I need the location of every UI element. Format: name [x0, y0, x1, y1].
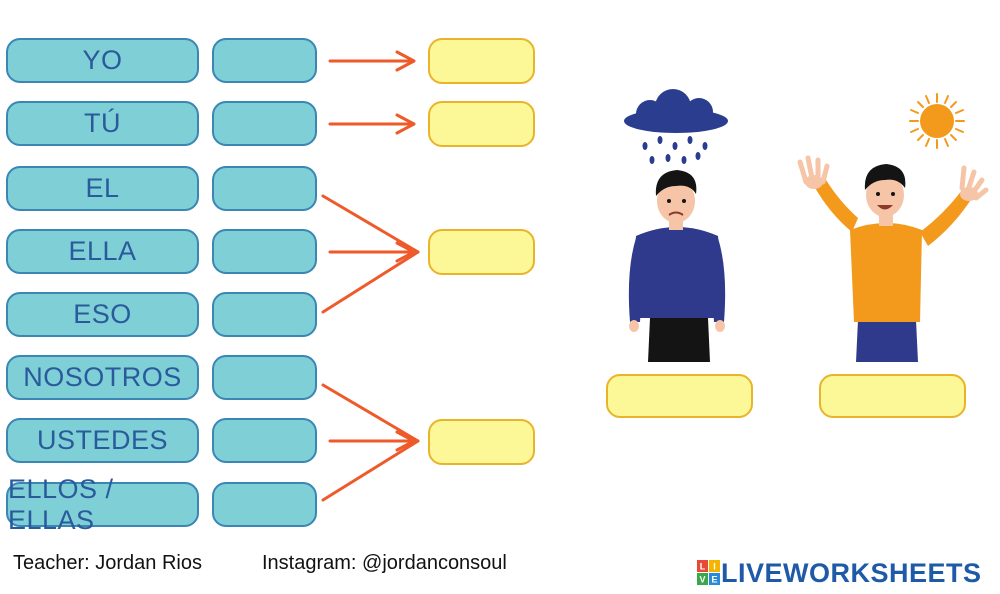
answer-sad-image[interactable] — [606, 374, 753, 418]
sun-icon — [909, 93, 965, 149]
teacher-credit: Teacher: Jordan Rios — [13, 552, 202, 574]
answer-tu[interactable] — [428, 101, 535, 147]
pronoun-yo: YO — [6, 38, 199, 83]
answer-happy-image[interactable] — [819, 374, 966, 418]
pronoun-el: EL — [6, 166, 199, 211]
verb-input-yo[interactable] — [212, 38, 317, 83]
svg-text:L: L — [700, 562, 706, 572]
verb-input-ellos-ellas[interactable] — [212, 482, 317, 527]
pronoun-ella: ELLA — [6, 229, 199, 274]
line-nosotros — [321, 383, 420, 443]
svg-text:V: V — [699, 575, 705, 585]
arrow-head-tu — [395, 113, 416, 135]
pronoun-tu: TÚ — [6, 101, 199, 146]
verb-input-tu[interactable] — [212, 101, 317, 146]
answer-nosotros-ustedes-ellos[interactable] — [428, 419, 535, 465]
line-eso — [321, 250, 420, 314]
instagram-credit: Instagram: @jordanconsoul — [262, 552, 507, 574]
happy-boy-figure — [797, 155, 989, 362]
sad-boy-figure — [628, 170, 726, 362]
liveworksheets-logo: L I V E LIVEWORKSHEETS — [697, 558, 982, 588]
line-ellos — [321, 439, 420, 502]
verb-input-ustedes[interactable] — [212, 418, 317, 463]
arrow-head-ustedes — [395, 430, 416, 452]
verb-input-el[interactable] — [212, 166, 317, 211]
verb-input-eso[interactable] — [212, 292, 317, 337]
verb-input-ella[interactable] — [212, 229, 317, 274]
rain-cloud-icon — [624, 89, 728, 164]
pronoun-eso: ESO — [6, 292, 199, 337]
liveworksheets-logo-text: LIVEWORKSHEETS — [721, 557, 982, 588]
answer-el-ella-eso[interactable] — [428, 229, 535, 275]
pronoun-ustedes: USTEDES — [6, 418, 199, 463]
pronoun-nosotros: NOSOTROS — [6, 355, 199, 400]
line-el — [321, 194, 420, 254]
liveworksheets-badge-icon: L I V E — [697, 560, 720, 585]
arrow-head-ella — [395, 241, 416, 263]
svg-text:I: I — [713, 562, 716, 572]
answer-yo[interactable] — [428, 38, 535, 84]
svg-text:E: E — [711, 575, 717, 585]
arrow-head-yo — [395, 50, 416, 72]
verb-input-nosotros[interactable] — [212, 355, 317, 400]
